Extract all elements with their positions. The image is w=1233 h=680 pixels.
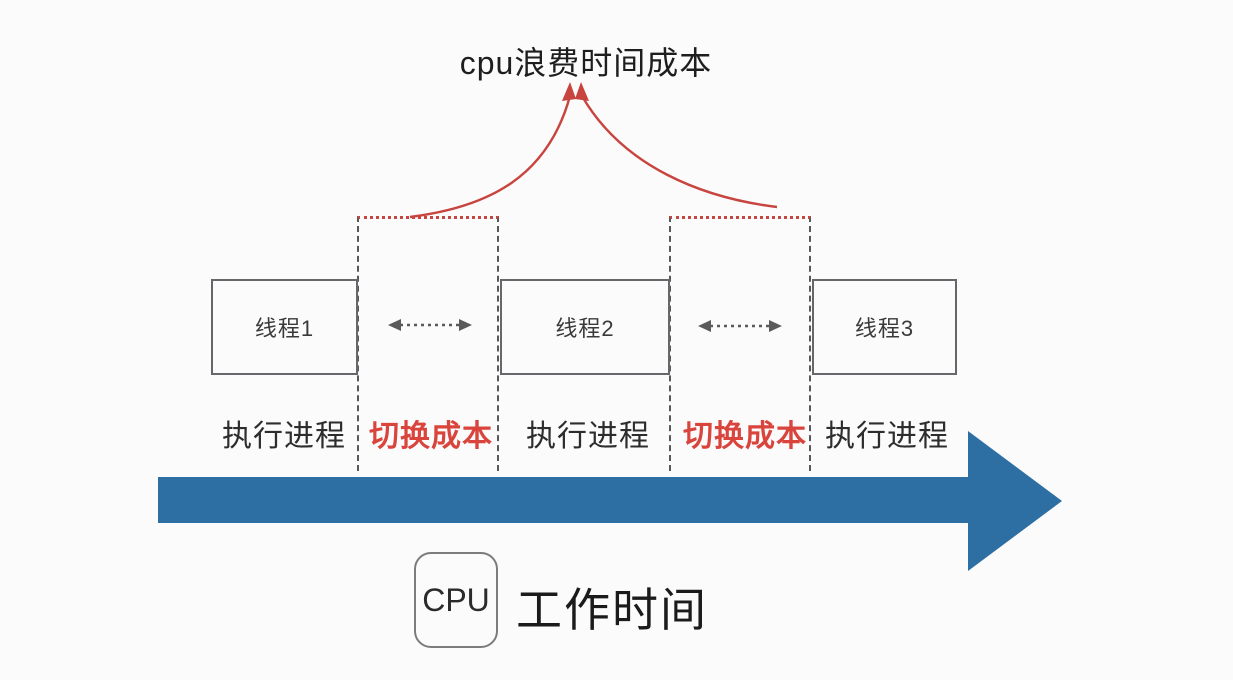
- cpu-badge: CPU: [414, 552, 498, 648]
- thread-box-1: 线程1: [211, 279, 358, 375]
- thread-label-1: 线程1: [254, 316, 315, 341]
- wasted-time-curve-right: [575, 82, 778, 209]
- phase-label-execute-1: 执行进程: [222, 420, 346, 453]
- wasted-time-curve-left: [409, 82, 576, 219]
- thread-label-3: 线程3: [854, 316, 915, 341]
- switch-cost-zone-2: [669, 216, 811, 471]
- phase-label-switch-1: 切换成本: [369, 420, 493, 453]
- thread-label-2: 线程2: [555, 316, 615, 341]
- thread-box-3: 线程3: [812, 279, 957, 375]
- phase-label-execute-3: 执行进程: [825, 420, 949, 453]
- cpu-badge-label: CPU: [422, 581, 490, 618]
- phase-label-switch-2: 切换成本: [683, 420, 807, 453]
- work-time-label: 工作时间: [516, 584, 708, 636]
- thread-box-2: 线程2: [500, 279, 670, 375]
- phase-label-execute-2: 执行进程: [526, 420, 650, 453]
- page-title: cpu浪费时间成本: [459, 45, 713, 81]
